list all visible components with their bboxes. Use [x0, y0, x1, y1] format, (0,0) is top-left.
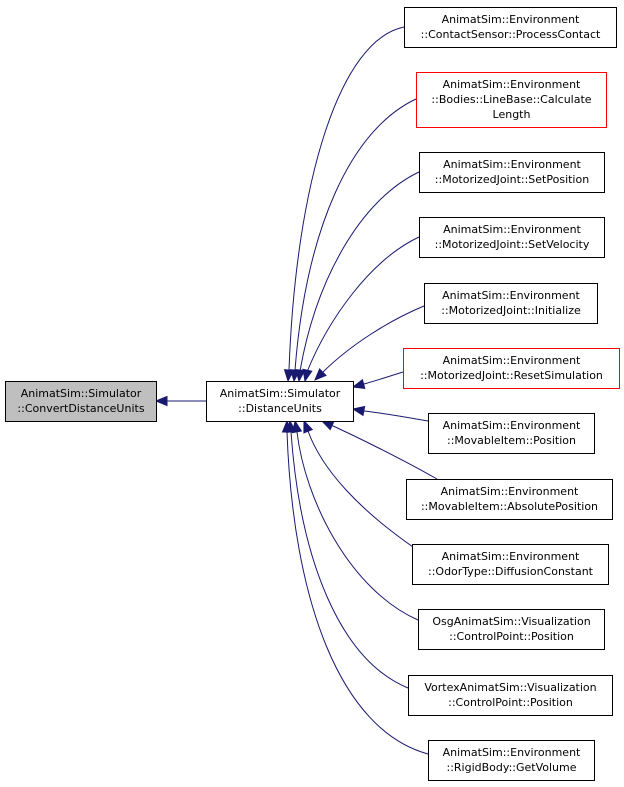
node-label-line: AnimatSim::Environment	[441, 485, 579, 498]
node-initialize[interactable]: AnimatSim::Environment::MotorizedJoint::…	[424, 283, 598, 324]
node-label-line: AnimatSim::Environment	[442, 289, 580, 302]
node-absolute-position[interactable]: AnimatSim::Environment::MovableItem::Abs…	[406, 479, 613, 520]
node-get-volume[interactable]: AnimatSim::Environment::RigidBody::GetVo…	[428, 740, 595, 781]
node-label-line: ::ConvertDistanceUnits	[17, 402, 144, 415]
node-label-line: ::MotorizedJoint::SetPosition	[435, 173, 589, 186]
edge-initialize-to-distance-units	[314, 305, 425, 381]
node-box	[424, 283, 598, 324]
node-label-line: AnimatSim::Environment	[442, 13, 580, 26]
node-label-line: AnimatSim::Environment	[443, 78, 581, 91]
node-label-line: ::MotorizedJoint::Initialize	[441, 304, 581, 317]
node-label-line: AnimatSim::Simulator	[220, 387, 341, 400]
node-label-line: AnimatSim::Environment	[443, 223, 581, 236]
node-vortex-control-point[interactable]: VortexAnimatSim::Visualization::ControlP…	[408, 675, 613, 716]
edge-absolute-position-to-distance-units	[320, 420, 438, 480]
edge-calculate-length-to-distance-units	[289, 98, 417, 383]
node-box	[403, 348, 620, 389]
node-label-line: AnimatSim::Simulator	[21, 387, 142, 400]
node-label-line: AnimatSim::Environment	[443, 746, 581, 759]
edges-layer	[154, 26, 438, 755]
edge-set-position-to-distance-units	[294, 171, 420, 383]
node-box	[408, 675, 613, 716]
node-label-line: ::ContactSensor::ProcessContact	[421, 28, 601, 41]
node-label-line: ::MovableItem::Position	[447, 434, 576, 447]
node-box	[416, 72, 607, 128]
node-convert-distance-units: AnimatSim::Simulator::ConvertDistanceUni…	[5, 381, 157, 422]
node-set-velocity[interactable]: AnimatSim::Environment::MotorizedJoint::…	[419, 217, 605, 258]
node-label-line: AnimatSim::Environment	[443, 354, 581, 367]
node-box	[419, 152, 605, 193]
node-label-line: OsgAnimatSim::Visualization	[432, 615, 590, 628]
node-label-line: ::DistanceUnits	[238, 402, 322, 415]
node-label-line: ::ControlPoint::Position	[449, 630, 574, 643]
node-label-line: ::MotorizedJoint::SetVelocity	[435, 238, 590, 251]
node-label-line: ::RigidBody::GetVolume	[446, 761, 576, 774]
node-osg-control-point[interactable]: OsgAnimatSim::Visualization::ControlPoin…	[418, 609, 605, 650]
node-diffusion-constant[interactable]: AnimatSim::Environment::OdorType::Diffus…	[412, 544, 609, 585]
edge-distance-units-to-convert-distance-units	[154, 395, 206, 407]
node-label-line: AnimatSim::Environment	[443, 158, 581, 171]
node-box	[206, 381, 354, 422]
node-box	[419, 217, 605, 258]
node-label-line: ::Bodies::LineBase::Calculate	[431, 93, 591, 106]
edge-get-volume-to-distance-units	[281, 419, 429, 755]
node-label-line: VortexAnimatSim::Visualization	[424, 681, 596, 694]
node-label-line: Length	[493, 108, 531, 121]
node-label-line: ::OdorType::DiffusionConstant	[428, 565, 594, 578]
node-box	[406, 479, 613, 520]
node-calculate-length[interactable]: AnimatSim::Environment::Bodies::LineBase…	[416, 72, 607, 128]
node-label-line: AnimatSim::Environment	[443, 419, 581, 432]
node-box	[418, 609, 605, 650]
node-box	[404, 7, 617, 48]
edge-reset-simulation-to-distance-units	[351, 371, 404, 390]
node-box	[412, 544, 609, 585]
nodes-layer: AnimatSim::Simulator::ConvertDistanceUni…	[5, 7, 620, 781]
node-box	[428, 413, 595, 454]
node-box	[428, 740, 595, 781]
node-reset-simulation[interactable]: AnimatSim::Environment::MotorizedJoint::…	[403, 348, 620, 389]
edge-vortex-control-point-to-distance-units	[285, 419, 409, 689]
node-label-line: ::ControlPoint::Position	[448, 696, 573, 709]
edge-osg-control-point-to-distance-units	[291, 419, 419, 621]
node-label-line: AnimatSim::Environment	[442, 550, 580, 563]
edge-set-velocity-to-distance-units	[302, 236, 420, 383]
edge-process-contact-to-distance-units	[283, 26, 405, 383]
node-distance-units[interactable]: AnimatSim::Simulator::DistanceUnits	[206, 381, 354, 422]
edge-diffusion-constant-to-distance-units	[303, 419, 414, 548]
edge-movable-position-to-distance-units	[351, 405, 429, 422]
node-label-line: ::MotorizedJoint::ResetSimulation	[420, 369, 603, 382]
node-movable-position[interactable]: AnimatSim::Environment::MovableItem::Pos…	[428, 413, 595, 454]
node-set-position[interactable]: AnimatSim::Environment::MotorizedJoint::…	[419, 152, 605, 193]
node-label-line: ::MovableItem::AbsolutePosition	[421, 500, 598, 513]
node-process-contact[interactable]: AnimatSim::Environment::ContactSensor::P…	[404, 7, 617, 48]
node-box	[5, 381, 157, 422]
